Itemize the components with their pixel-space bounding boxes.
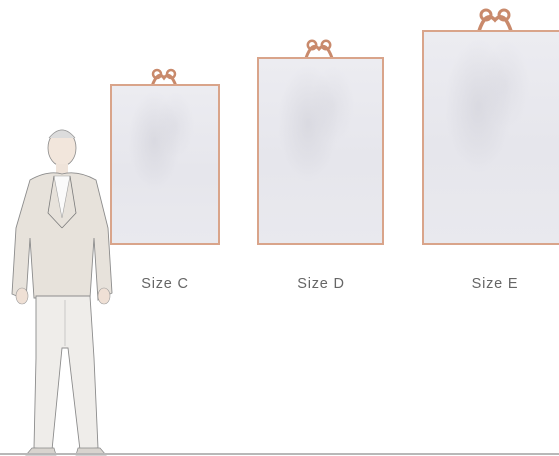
- mirror-glass: [424, 32, 559, 243]
- mirror-size-d: [257, 57, 384, 245]
- floor-line: [0, 453, 559, 455]
- size-e-label: Size E: [445, 276, 545, 292]
- size-d-label: Size D: [271, 276, 371, 292]
- mirror-size-e: [422, 30, 559, 245]
- size-c-label: Size C: [115, 276, 215, 292]
- mirror-glass: [112, 86, 218, 243]
- hook-icon: [474, 6, 516, 33]
- person-scale-illustration: [8, 118, 123, 456]
- mirror-glass: [259, 59, 382, 243]
- mirror-size-c: [110, 84, 220, 245]
